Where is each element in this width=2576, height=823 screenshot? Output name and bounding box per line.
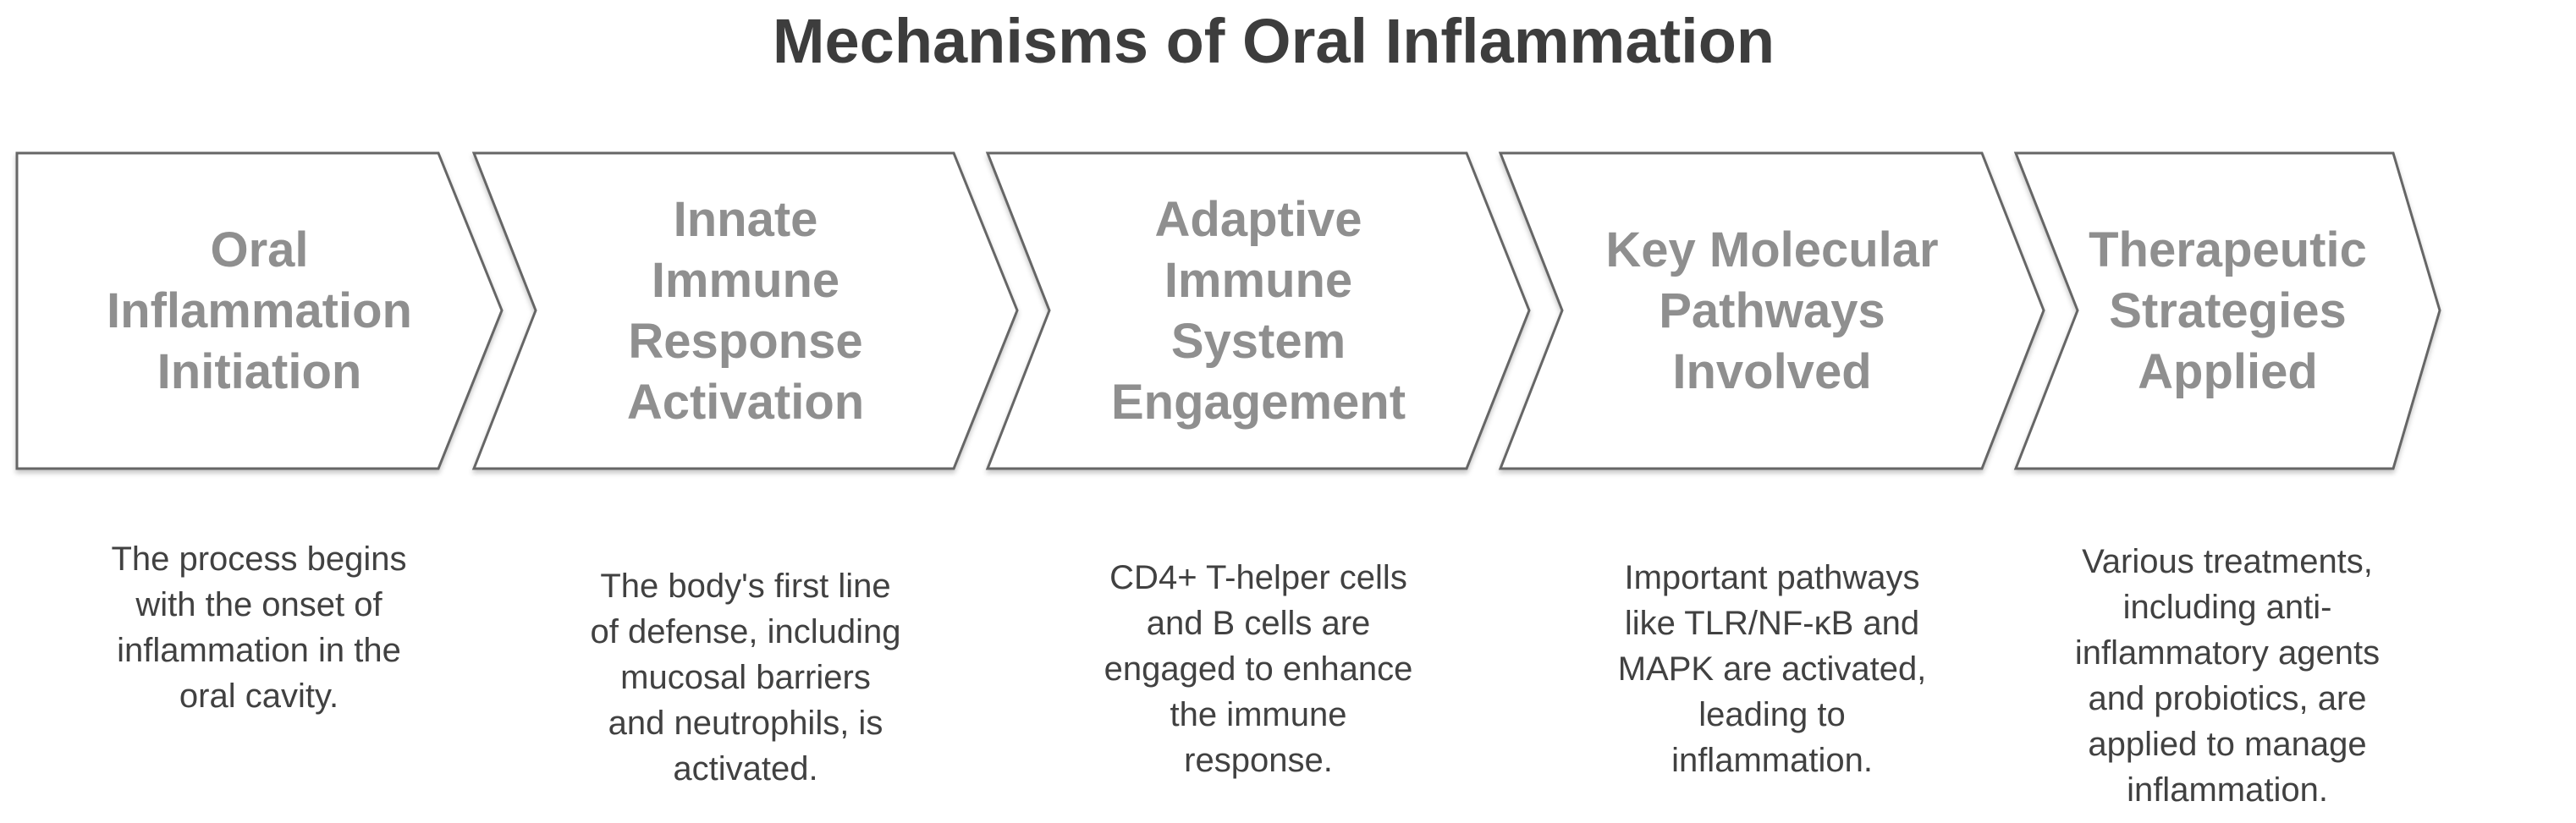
chevron-shape-1 [15, 151, 504, 470]
stage-5-description: Various treatments, including anti- infl… [2074, 543, 2381, 809]
chevron-shape-5 [2013, 151, 2441, 470]
chevron-shape-3 [985, 151, 1531, 470]
stage-3-label: Adaptive Immune System Engagement [1110, 191, 1406, 430]
chevron-shape-4 [1498, 151, 2045, 470]
stage-1-label: Oral Inflammation Initiation [107, 222, 412, 399]
stage-1-description: The process begins with the onset of inf… [111, 540, 407, 715]
stage-4-description: Important pathways like TLR/NF-κB and MA… [1617, 559, 1927, 779]
stage-2-description: The body's first line of defense, includ… [590, 568, 901, 787]
page-title: Mechanisms of Oral Inflammation [772, 6, 1775, 76]
chevron-shape-2 [471, 151, 1019, 470]
stage-5-label: Therapeutic Strategies Applied [2089, 222, 2367, 399]
stage-2-label: Innate Immune Response Activation [626, 191, 865, 430]
stage-4-label: Key Molecular Pathways Involved [1605, 222, 1939, 399]
stage-3-description: CD4+ T-helper cells and B cells are enga… [1104, 559, 1413, 779]
